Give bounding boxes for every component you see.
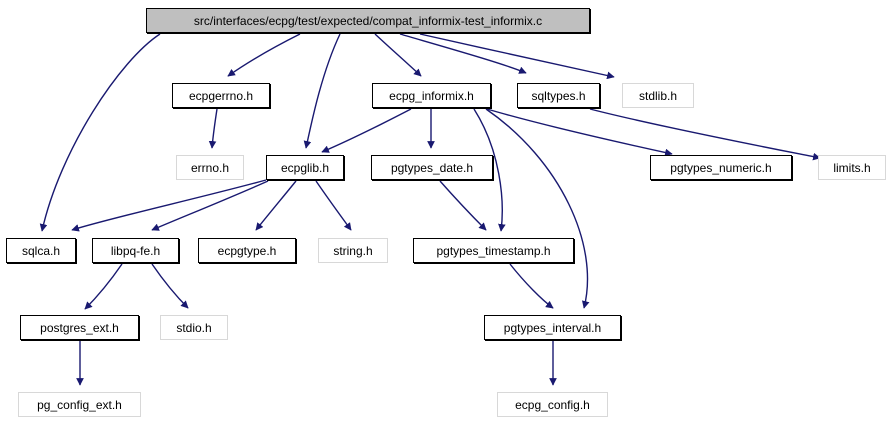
edge-root-to-stdlib — [419, 33, 615, 80]
edge-root-to-ecpg_informix — [374, 33, 422, 77]
edge-ecpg_informix-to-pgtypes_numeric — [486, 108, 673, 157]
edge-pgtypes_timestamp-to-pgtypes_interval — [509, 263, 554, 309]
graph-node-stdlib[interactable]: stdlib.h — [622, 83, 694, 108]
graph-node-ecpgerrno[interactable]: ecpgerrno.h — [172, 83, 270, 108]
graph-node-stdio[interactable]: stdio.h — [160, 315, 228, 340]
graph-node-ecpgtype[interactable]: ecpgtype.h — [198, 238, 296, 263]
graph-node-pgtypes_timestamp[interactable]: pgtypes_timestamp.h — [413, 238, 574, 263]
edge-ecpg_informix-to-ecpglib — [321, 108, 412, 153]
graph-node-root[interactable]: src/interfaces/ecpg/test/expected/compat… — [146, 8, 590, 33]
edge-ecpgerrno-to-errno — [208, 108, 218, 149]
graph-node-sqltypes[interactable]: sqltypes.h — [517, 83, 600, 108]
graph-node-pgtypes_interval[interactable]: pgtypes_interval.h — [484, 315, 621, 340]
edge-pgtypes_date-to-pgtypes_timestamp — [439, 180, 487, 231]
edge-ecpglib-to-string — [315, 180, 352, 231]
edge-ecpglib-to-libpq_fe — [151, 180, 269, 231]
graph-node-string[interactable]: string.h — [318, 238, 388, 263]
graph-node-ecpg_informix[interactable]: ecpg_informix.h — [372, 83, 491, 108]
edge-ecpglib-to-ecpgtype — [255, 180, 297, 231]
graph-node-ecpglib[interactable]: ecpglib.h — [266, 155, 344, 180]
graph-node-pgtypes_numeric[interactable]: pgtypes_numeric.h — [650, 155, 792, 180]
edge-root-to-sqltypes — [399, 33, 527, 74]
edge-root-to-ecpglib — [303, 33, 341, 149]
edge-ecpglib-to-sqlca — [71, 179, 267, 232]
edge-sqltypes-to-limits — [589, 108, 821, 161]
edge-root-to-sqlca — [39, 33, 161, 232]
graph-node-pg_config_ext[interactable]: pg_config_ext.h — [18, 392, 141, 417]
graph-node-pgtypes_date[interactable]: pgtypes_date.h — [371, 155, 493, 180]
graph-node-postgres_ext[interactable]: postgres_ext.h — [20, 315, 139, 340]
edge-libpq_fe-to-stdio — [151, 263, 189, 309]
graph-node-libpq_fe[interactable]: libpq-fe.h — [92, 238, 179, 263]
edge-root-to-ecpgerrno — [227, 33, 301, 77]
edge-ecpg_informix-to-pgtypes_interval — [485, 108, 590, 309]
graph-node-sqlca[interactable]: sqlca.h — [6, 238, 76, 263]
graph-node-limits[interactable]: limits.h — [818, 155, 886, 180]
edge-libpq_fe-to-postgres_ext — [84, 263, 123, 310]
graph-node-ecpg_config[interactable]: ecpg_config.h — [497, 392, 608, 417]
graph-node-errno[interactable]: errno.h — [176, 155, 244, 180]
